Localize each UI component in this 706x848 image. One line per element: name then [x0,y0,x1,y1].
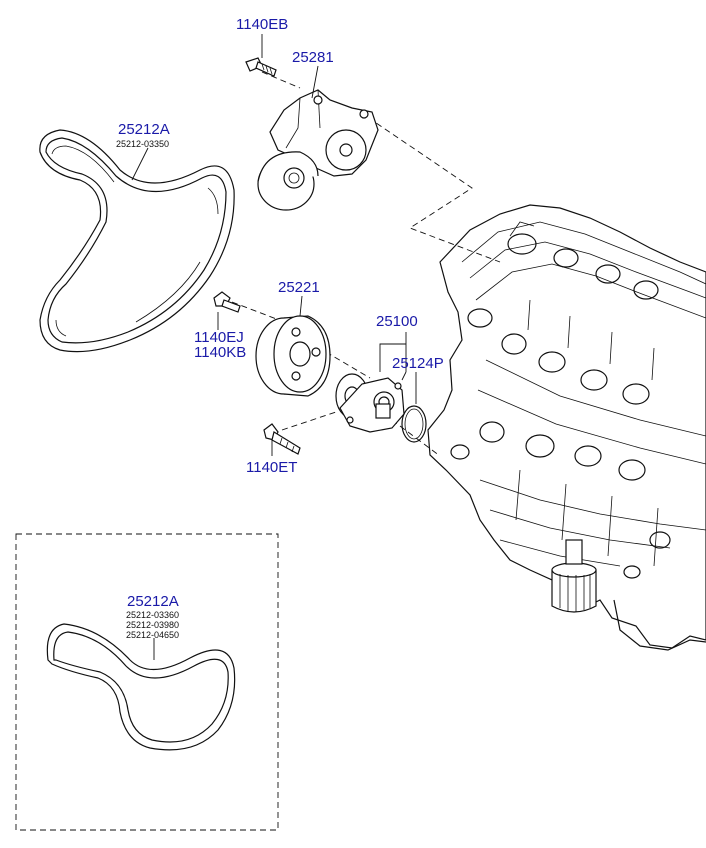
water-pump-drawing [335,373,405,433]
bolt-1140eb-drawing [245,57,277,77]
inset-sub-25212-04650: 25212-04650 [126,630,180,640]
belt-main-drawing [39,129,235,353]
part-label-1140et[interactable]: 1140ET [246,459,298,476]
alternate-belt-inset [15,533,279,831]
bolt-1140et-drawing [263,423,301,455]
part-label-1140kb[interactable]: 1140KB [194,344,247,361]
gasket-drawing [401,405,427,443]
pulley-drawing [255,315,331,397]
bolt-1140ej-drawing [213,291,241,313]
inset-sub-25212-03980: 25212-03980 [126,620,180,630]
part-label-1140eb[interactable]: 1140EB [236,16,289,33]
inset-sub-25212-03360: 25212-03360 [126,610,180,620]
dashed-leader-lines [231,71,501,457]
engine-block [427,204,706,651]
part-label-1140ej[interactable]: 1140EJ [194,329,244,346]
part-label-25221[interactable]: 25221 [278,279,320,296]
label-leaders [131,34,417,456]
part-sub-25212-03350: 25212-03350 [116,139,170,149]
part-label-25124p[interactable]: 25124P [392,355,444,372]
part-label-25212a[interactable]: 25212A [118,121,170,138]
part-label-25281[interactable]: 25281 [292,49,334,66]
tensioner-drawing [257,89,379,211]
part-label-25100[interactable]: 25100 [376,313,418,330]
inset-label-25212a[interactable]: 25212A [127,593,179,610]
